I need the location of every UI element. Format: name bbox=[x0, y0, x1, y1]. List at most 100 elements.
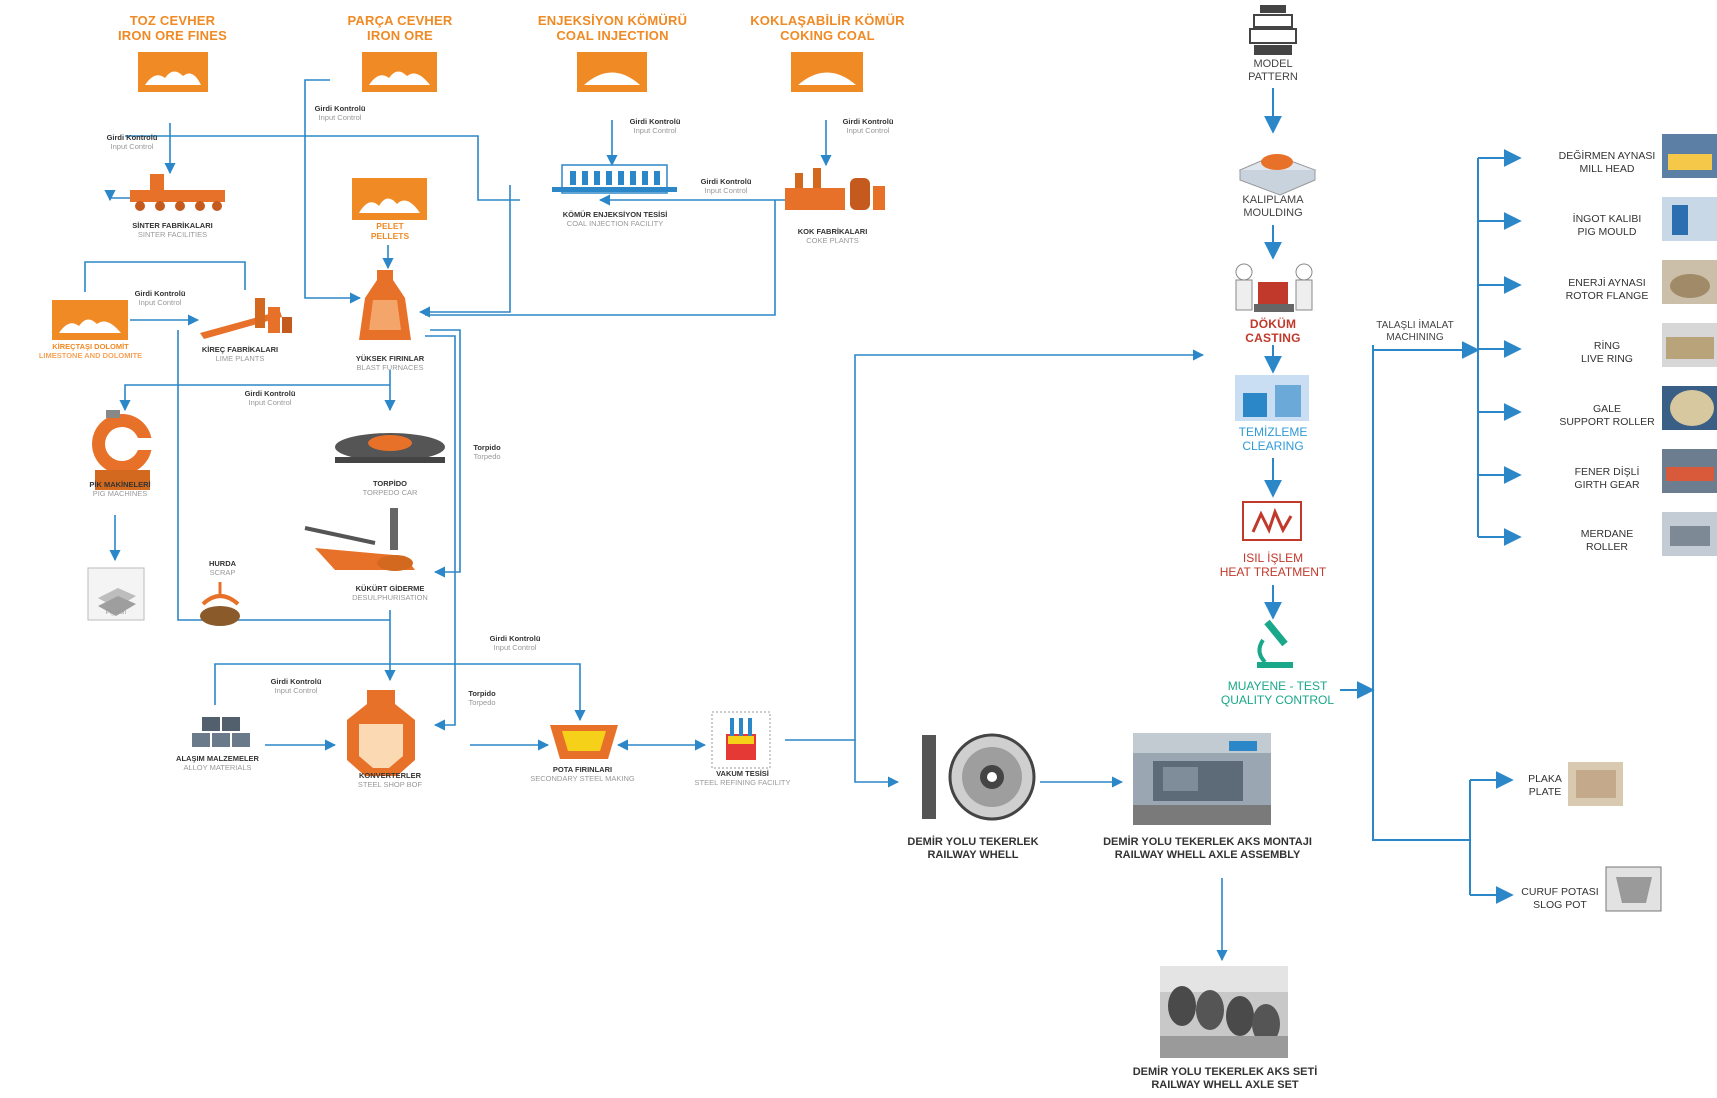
arrow-blast-pig bbox=[119, 384, 390, 412]
coke-en: COKE PLANTS bbox=[806, 235, 859, 245]
product-en: LIVE RING bbox=[1581, 352, 1633, 365]
axle-set-tr: DEMİR YOLU TEKERLEK AKS SETİ bbox=[1132, 1066, 1318, 1078]
ladle-tr: POTA FIRINLARI bbox=[552, 765, 613, 774]
converter-en: STEEL SHOP BOF bbox=[357, 779, 423, 789]
product-plate: PLAKA PLATE bbox=[1515, 773, 1575, 798]
product-en: GIRTH GEAR bbox=[1574, 478, 1640, 491]
input-control-tr: Girdi Kontrolü bbox=[629, 117, 681, 126]
lime-plant-icon bbox=[200, 298, 292, 339]
label-torpedo-car: TORPİDO TORPEDO CAR bbox=[335, 479, 445, 497]
label-alloys: ALAŞIM MALZEMELER ALLOY MATERIALS bbox=[160, 754, 275, 772]
machining-tr: TALAŞLI İMALAT bbox=[1376, 320, 1454, 331]
input-control-en: Input Control bbox=[248, 397, 292, 407]
arrow-ore-blast bbox=[304, 79, 362, 304]
product-tr: ENERJİ AYNASI bbox=[1568, 277, 1646, 289]
arrow-torpedo-loop bbox=[430, 329, 461, 578]
iron-ore-tr: PARÇA CEVHER bbox=[347, 13, 453, 28]
moulding-en: MOULDING bbox=[1243, 206, 1303, 219]
product-slog-pot: CURUF POTASI SLOG POT bbox=[1512, 886, 1608, 911]
product-tr: CURUF POTASI bbox=[1521, 886, 1599, 898]
input-control-note-8: Girdi Kontrolü Input Control bbox=[475, 634, 555, 652]
arrow-torpedo-loop2 bbox=[425, 335, 456, 731]
product-tr: MERDANE bbox=[1580, 528, 1634, 540]
blast-furnace-icon bbox=[359, 270, 411, 340]
arrow-input-control-line bbox=[125, 135, 520, 201]
product-tr: GALE bbox=[1592, 403, 1621, 415]
arrow-cif-blast bbox=[418, 185, 511, 318]
pattern-icon bbox=[1249, 5, 1297, 55]
pig-iron-icon bbox=[87, 567, 145, 621]
product-en: SLOG POT bbox=[1533, 898, 1587, 911]
arrow-scrap-converter bbox=[177, 330, 390, 621]
label-coal-injection: ENJEKSİYON KÖMÜRÜ COAL INJECTION bbox=[520, 13, 705, 44]
product-roller: MERDANE ROLLER bbox=[1552, 528, 1662, 553]
foundry-icons bbox=[1235, 5, 1317, 668]
lime-en: LIME PLANTS bbox=[215, 353, 265, 363]
desulf-en: DESULPHURISATION bbox=[352, 592, 428, 602]
input-control-en: Input Control bbox=[110, 141, 154, 151]
rotor-flange-image bbox=[1662, 260, 1717, 304]
alloy-en: ALLOY MATERIALS bbox=[183, 762, 252, 772]
label-casting: DÖKÜM CASTING bbox=[1233, 317, 1313, 346]
axle-assembly-image bbox=[1133, 733, 1271, 825]
qc-en: QUALITY CONTROL bbox=[1220, 692, 1335, 707]
product-support-roller: GALE SUPPORT ROLLER bbox=[1552, 403, 1662, 428]
mill-head-image bbox=[1662, 134, 1717, 178]
axle-set-image bbox=[1160, 966, 1288, 1058]
label-machining: TALAŞLI İMALAT MACHINING bbox=[1365, 320, 1465, 343]
label-coking-coal: KOKLAŞABİLİR KÖMÜR COKING COAL bbox=[735, 13, 920, 44]
alloy-materials-icon bbox=[192, 717, 250, 747]
input-control-note-6: Girdi Kontrolü Input Control bbox=[120, 289, 200, 307]
torpedo-note-en: Torpedo bbox=[468, 697, 496, 707]
machining-en: MACHINING bbox=[1386, 331, 1444, 343]
input-control-note-1: Girdi Kontrolü Input Control bbox=[300, 104, 380, 122]
converter-icon bbox=[347, 690, 415, 776]
arrow-input-ladle bbox=[214, 663, 586, 722]
label-ore-fines: TOZ CEVHER IRON ORE FINES bbox=[100, 13, 245, 44]
input-control-tr: Girdi Kontrolü bbox=[270, 677, 322, 686]
product-images bbox=[1568, 134, 1717, 912]
vacuum-facility-icon bbox=[711, 711, 771, 769]
input-control-note-7: Girdi Kontrolü Input Control bbox=[230, 389, 310, 407]
input-control-en: Input Control bbox=[633, 125, 677, 135]
pattern-tr: MODEL bbox=[1253, 58, 1293, 70]
product-en: ROLLER bbox=[1585, 540, 1628, 553]
limestone-en: LIMESTONE AND DOLOMITE bbox=[38, 350, 143, 360]
label-lime: KİREÇ FABRİKALARI LIME PLANTS bbox=[190, 345, 290, 363]
cif-tr: KÖMÜR ENJEKSİYON TESİSİ bbox=[562, 210, 668, 219]
input-control-en: Input Control bbox=[318, 112, 362, 122]
arrow-vacuum-wheel bbox=[854, 740, 900, 788]
pig-tr: PİK MAKİNELERİ bbox=[89, 480, 151, 489]
coking-coal-tr: KOKLAŞABİLİR KÖMÜR bbox=[750, 13, 905, 28]
support-roller-image bbox=[1662, 386, 1717, 430]
cif-en: COAL INJECTION FACILITY bbox=[566, 218, 664, 228]
input-control-note-5: Girdi Kontrolü Input Control bbox=[686, 177, 766, 195]
clearing-en: CLEARING bbox=[1242, 438, 1304, 453]
torpedo-car-icon bbox=[335, 433, 445, 463]
product-en: PIG MOULD bbox=[1577, 225, 1637, 238]
vacuum-tr: VAKUM TESİSİ bbox=[716, 769, 769, 778]
torpedo-note-1: Torpido Torpedo bbox=[462, 443, 512, 461]
input-control-tr: Girdi Kontrolü bbox=[134, 289, 186, 298]
label-iron-ore: PARÇA CEVHER IRON ORE bbox=[325, 13, 475, 44]
arrow-vacuum-foundry bbox=[785, 349, 1205, 741]
label-scrap: HURDA SCRAP bbox=[195, 559, 250, 577]
product-live-ring: RİNG LIVE RING bbox=[1552, 340, 1662, 365]
axle-set-en: RAILWAY WHELL AXLE SET bbox=[1151, 1078, 1299, 1091]
input-control-tr: Girdi Kontrolü bbox=[700, 177, 752, 186]
plate-image bbox=[1568, 762, 1623, 806]
pig-machine-icon bbox=[92, 410, 152, 490]
axle-assembly-en: RAILWAY WHELL AXLE ASSEMBLY bbox=[1114, 848, 1301, 861]
facility-icons bbox=[87, 164, 885, 776]
live-ring-image bbox=[1662, 323, 1717, 367]
clearing-tr: TEMİZLEME bbox=[1238, 425, 1308, 439]
coke-tr: KOK FABRİKALARI bbox=[797, 227, 868, 236]
ladle-furnace-icon bbox=[550, 725, 618, 759]
coking-coal-icon bbox=[791, 52, 863, 92]
limestone-icon bbox=[52, 300, 128, 340]
label-desulph: KÜKÜRT GİDERME DESULPHURISATION bbox=[330, 584, 450, 602]
scrap-tr: HURDA bbox=[208, 559, 237, 568]
torpedo-note-2: Torpido Torpedo bbox=[457, 689, 507, 707]
axle-assembly-tr: DEMİR YOLU TEKERLEK AKS MONTAJI bbox=[1103, 836, 1312, 848]
